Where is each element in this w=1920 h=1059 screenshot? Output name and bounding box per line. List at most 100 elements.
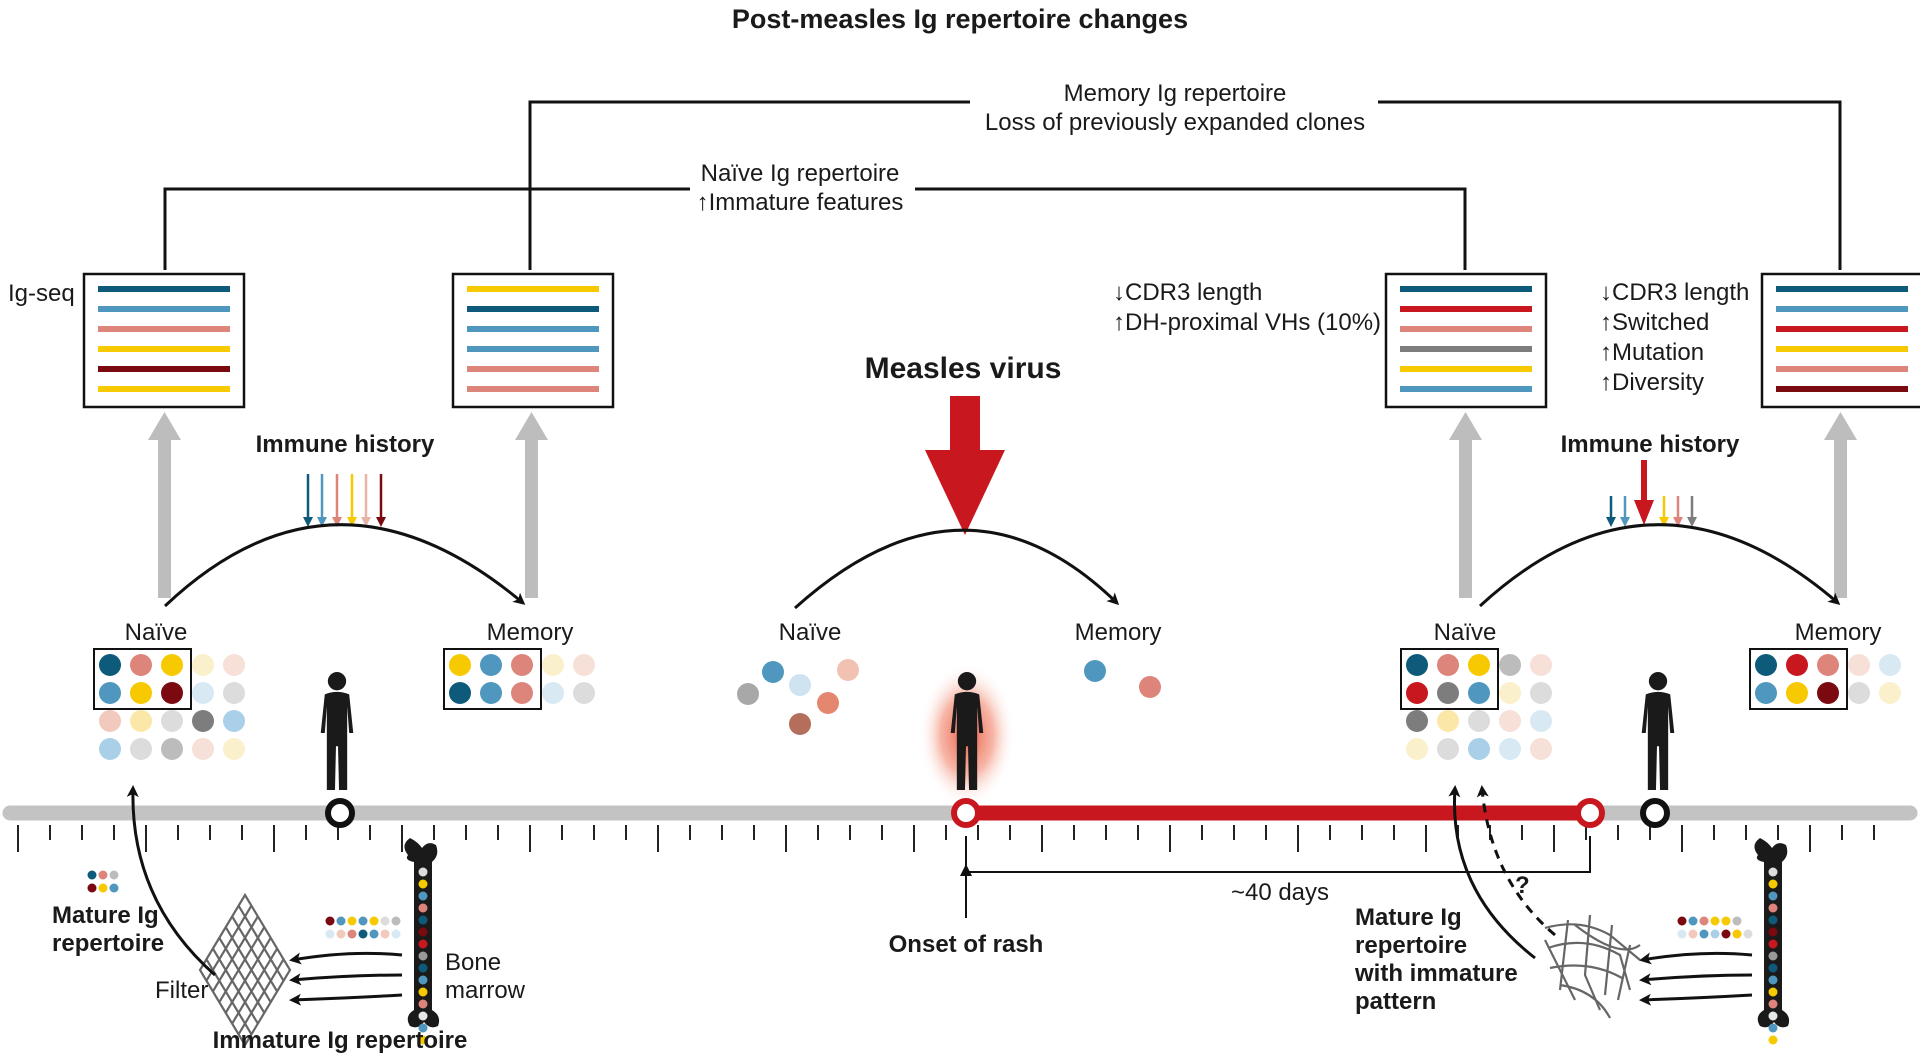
b-cell	[1786, 682, 1808, 704]
b-cell	[449, 682, 471, 704]
marrow-cell	[1768, 939, 1778, 949]
b-cell	[789, 713, 811, 735]
b-cell	[1406, 682, 1428, 704]
immune-history-arrowhead	[1606, 517, 1616, 527]
ig-seq-box-pre-memory	[451, 272, 615, 409]
ig-seq-box-frame	[1760, 272, 1920, 409]
maturation-arrow-left	[126, 785, 216, 977]
b-cell	[192, 654, 214, 676]
mature-immature-label-3: with immature	[1354, 960, 1518, 987]
b-cell	[449, 654, 471, 676]
immune-history-label-pre: Immune history	[256, 431, 435, 458]
b-cell	[1468, 682, 1490, 704]
immune-history-arrowhead-measles	[1634, 500, 1654, 525]
b-cell	[1499, 682, 1521, 704]
marrow-cell	[418, 999, 428, 1009]
immature-cell	[369, 929, 379, 939]
mesh-strand	[205, 905, 253, 982]
immature-cell	[336, 916, 346, 926]
b-cell	[192, 710, 214, 732]
immature-cell	[347, 916, 357, 926]
mature-immature-label-2: repertoire	[1355, 932, 1467, 959]
immature-cell	[87, 870, 97, 880]
immune-history-arrow-measles	[1641, 460, 1647, 504]
ig-seq-sampling-arrows	[148, 412, 1857, 598]
b-cell	[1499, 654, 1521, 676]
b-cell	[1755, 682, 1777, 704]
immune-history-arrows-pre	[303, 474, 386, 527]
ig-seq-box-frame	[451, 272, 615, 409]
mesh-strand	[224, 937, 272, 1014]
mature-ig-label-line1: Mature Ig	[52, 902, 159, 929]
b-cell	[573, 682, 595, 704]
immature-cell	[1710, 916, 1720, 926]
b-cell	[1499, 710, 1521, 732]
b-cell	[1084, 660, 1106, 682]
b-cell	[99, 738, 121, 760]
b-cell	[1786, 654, 1808, 676]
ig-seq-box-pre-naive	[82, 272, 246, 409]
b-cell	[161, 654, 183, 676]
ig-seq-label: Ig-seq	[8, 280, 75, 307]
immature-cell	[1721, 916, 1731, 926]
immature-cell	[347, 929, 357, 939]
immature-flow-arrows-right	[1639, 951, 1753, 1006]
marrow-cell	[1768, 891, 1778, 901]
marrow-cell	[1768, 927, 1778, 937]
immature-cell	[1688, 916, 1698, 926]
marrow-cell	[1768, 1035, 1778, 1045]
naive-bracket-line2: ↑Immature features	[697, 189, 904, 216]
immature-cell	[369, 916, 379, 926]
memory-bracket-line1: Memory Ig repertoire	[1064, 80, 1287, 107]
immature-ig-repertoire-label: Immature Ig repertoire	[213, 1027, 468, 1054]
b-cell	[161, 710, 183, 732]
duration-label: ~40 days	[1231, 879, 1329, 906]
memory-repertoire-bracket	[528, 100, 1842, 270]
immature-cell	[87, 883, 97, 893]
b-cell	[130, 710, 152, 732]
b-cell	[1817, 682, 1839, 704]
naive-label-measles: Naïve	[779, 619, 842, 646]
immature-cell	[380, 929, 390, 939]
marrow-cell	[1768, 1023, 1778, 1033]
diagram-title: Post-measles Ig repertoire changes	[732, 4, 1188, 34]
immune-history-arrowhead	[361, 517, 371, 527]
marrow-cell	[418, 879, 428, 889]
b-cell	[1848, 654, 1870, 676]
b-cell	[99, 654, 121, 676]
immature-cell	[358, 916, 368, 926]
immune-history-arrowhead	[347, 517, 357, 527]
immature-cell	[109, 870, 119, 880]
marrow-cell	[418, 975, 428, 985]
mesh-strand	[211, 948, 259, 1025]
mesh-strand	[218, 937, 266, 1014]
duration-bracket	[965, 836, 1591, 873]
immune-history-arrowhead	[1687, 517, 1697, 527]
differentiation-arcs	[163, 523, 1841, 610]
b-cell	[737, 683, 759, 705]
bone-marrow-cells-right	[1768, 867, 1778, 1045]
marrow-cell	[1768, 963, 1778, 973]
b-cell	[1499, 738, 1521, 760]
marrow-cell	[1768, 879, 1778, 889]
person-icon-after	[1641, 672, 1675, 790]
b-cell	[1406, 654, 1428, 676]
mesh-strand-damaged	[1603, 924, 1614, 996]
timepoint-marker-pre	[325, 798, 355, 828]
mesh-strand	[237, 905, 285, 982]
b-cell	[1468, 710, 1490, 732]
mesh-strand-damaged	[1559, 983, 1611, 1019]
immature-cell	[358, 929, 368, 939]
damaged-filter-icon	[1544, 914, 1641, 1019]
mesh-strand-damaged	[1616, 944, 1632, 1001]
filter-mesh-outline	[198, 892, 292, 1048]
naive-cells-post	[1400, 648, 1552, 760]
bone-marrow-label-line1: Bone	[445, 949, 501, 976]
marrow-cell	[1768, 903, 1778, 913]
b-cell	[1848, 682, 1870, 704]
b-cell	[1879, 654, 1901, 676]
b-cell	[223, 710, 245, 732]
ig-seq-box-frame	[82, 272, 246, 409]
uncertain-maturation-arrow	[1476, 785, 1556, 937]
